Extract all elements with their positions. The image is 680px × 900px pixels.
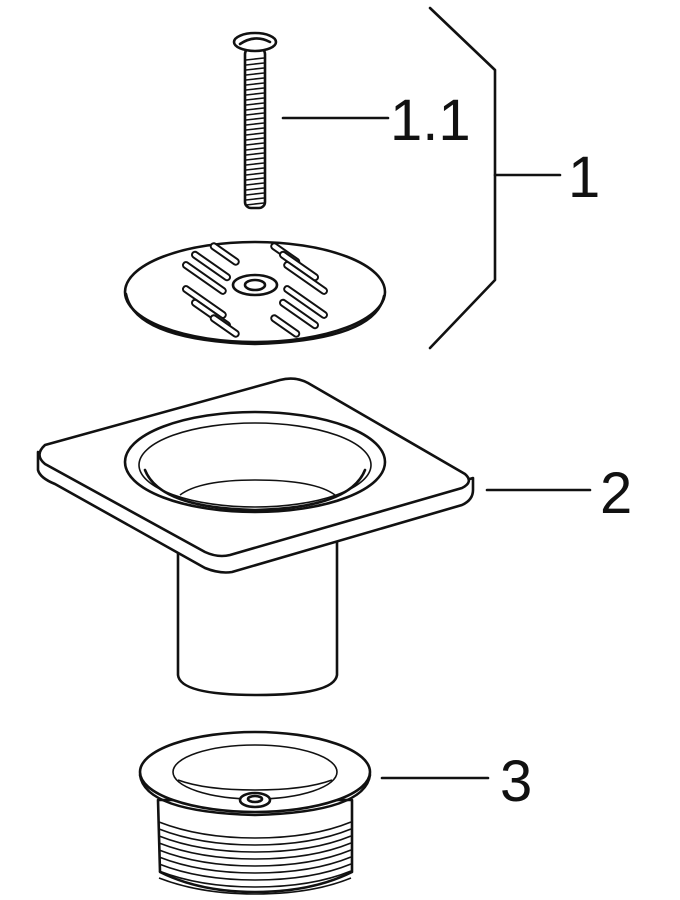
grate-slot-inner bbox=[281, 252, 317, 280]
thread-ring bbox=[158, 828, 352, 846]
thread-ring bbox=[158, 842, 352, 860]
insert bbox=[138, 730, 372, 895]
thread-line bbox=[245, 147, 265, 151]
grate-slot-inner bbox=[184, 263, 225, 293]
thread-ring bbox=[158, 835, 352, 853]
thread-ring bbox=[158, 863, 352, 881]
grate-slot-inner bbox=[272, 316, 299, 336]
thread-line bbox=[245, 132, 265, 136]
thread-line bbox=[245, 57, 265, 61]
label-1: 1 bbox=[568, 145, 600, 210]
thread-line bbox=[245, 92, 265, 96]
grate-slot-inner bbox=[184, 287, 225, 317]
thread-line bbox=[245, 182, 265, 186]
label-3: 3 bbox=[500, 749, 532, 814]
thread-line bbox=[245, 142, 265, 146]
thread-line bbox=[245, 62, 265, 66]
thread-ring bbox=[158, 849, 352, 867]
screw bbox=[232, 31, 278, 210]
thread-line bbox=[245, 187, 265, 191]
thread-line bbox=[245, 97, 265, 101]
thread-line bbox=[245, 117, 265, 121]
thread-ring bbox=[158, 856, 352, 874]
thread-line bbox=[245, 137, 265, 141]
grate-slot-inner bbox=[193, 252, 229, 280]
thread-ring bbox=[158, 870, 352, 888]
thread-line bbox=[245, 77, 265, 81]
thread-line bbox=[245, 102, 265, 106]
thread-line bbox=[245, 197, 265, 201]
thread-line bbox=[245, 167, 265, 171]
grate-slot-inner bbox=[285, 287, 326, 317]
thread-line bbox=[245, 162, 265, 166]
thread-line bbox=[245, 157, 265, 161]
thread-line bbox=[245, 67, 265, 71]
drain-body bbox=[36, 377, 475, 697]
thread-line bbox=[245, 87, 265, 91]
thread-ring bbox=[158, 821, 352, 839]
grate-slot-inner bbox=[285, 263, 326, 293]
thread-line bbox=[245, 177, 265, 181]
grate-slot-inner bbox=[211, 316, 238, 336]
thread-line bbox=[245, 112, 265, 116]
label-1-1: 1.1 bbox=[390, 88, 471, 153]
grate-slot-inner bbox=[281, 300, 317, 328]
grate-slot-inner bbox=[211, 244, 238, 264]
grate bbox=[123, 240, 387, 346]
thread-line bbox=[245, 107, 265, 111]
thread-ring bbox=[158, 877, 352, 895]
thread-line bbox=[245, 127, 265, 131]
thread-line bbox=[245, 152, 265, 156]
thread-line bbox=[245, 72, 265, 76]
label-2: 2 bbox=[600, 461, 632, 526]
thread-line bbox=[245, 172, 265, 176]
thread-line bbox=[245, 82, 265, 86]
thread-line bbox=[245, 122, 265, 126]
thread-line bbox=[245, 192, 265, 196]
bracket-1 bbox=[428, 6, 497, 350]
thread-line bbox=[245, 202, 265, 206]
